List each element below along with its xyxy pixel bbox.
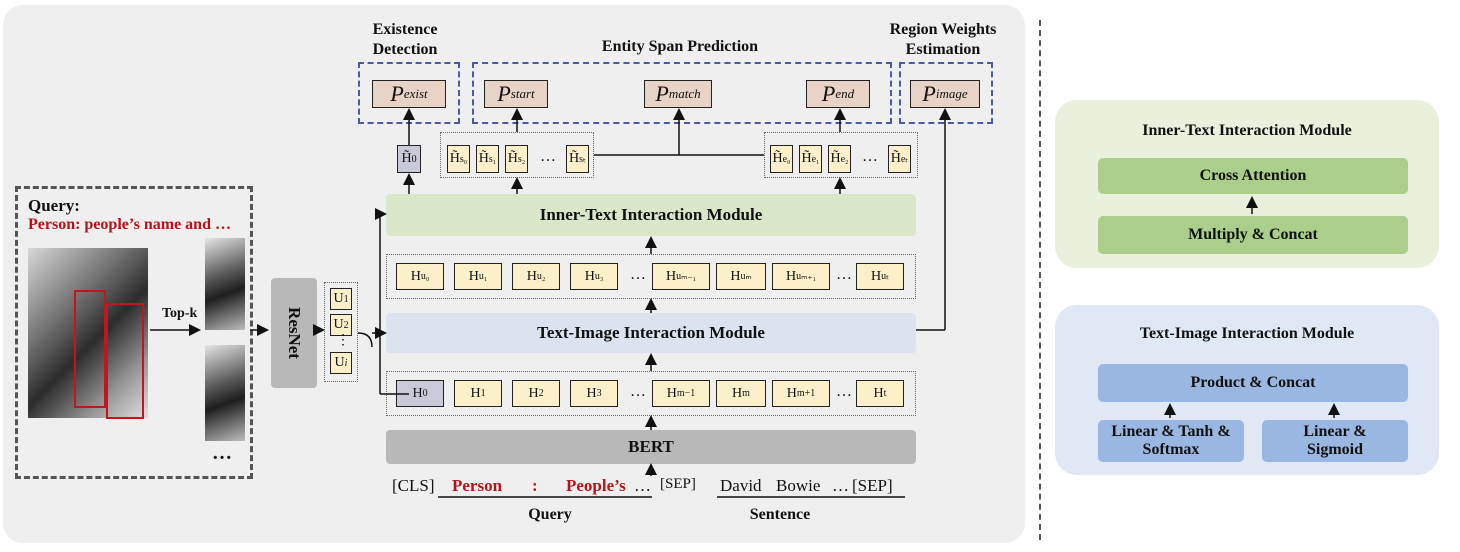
ellipsis: … (630, 266, 646, 283)
p-match-base: P (655, 81, 669, 106)
bert-module: BERT (386, 430, 916, 464)
p-image-base: P (922, 81, 936, 106)
topk-label: Top-k (162, 306, 198, 321)
text-image-module: Text-Image Interaction Module (386, 313, 916, 353)
end-cell: H̃e₁ (799, 145, 822, 173)
ellipsis: … (836, 266, 852, 283)
start-cell: H̃s₀ (447, 145, 470, 173)
start-cell: H̃sₜ (566, 145, 589, 173)
p-match-sub: match (668, 86, 701, 101)
resnet-block: ResNet (271, 278, 317, 388)
token-david: David (720, 476, 762, 495)
token-ellipsis: … (634, 476, 651, 495)
query-subtitle: Person: people’s name and … (28, 216, 231, 233)
p-start-base: P (497, 81, 511, 106)
cross-attention-block: Cross Attention (1098, 158, 1408, 194)
token-bowie: Bowie (776, 476, 821, 495)
end-cell: H̃e₂ (828, 145, 851, 173)
token-colon: : (532, 476, 538, 495)
sentence-label: Sentence (749, 506, 811, 523)
entity-span-box (472, 62, 892, 124)
p-exist-sub: exist (403, 86, 428, 101)
p-image-sub: image (935, 86, 968, 101)
token-sep: [SEP] (852, 476, 893, 495)
token-peoples: People’s (566, 476, 626, 495)
ellipsis: … (630, 383, 646, 400)
h0-tilde-cell: H̃0 (397, 145, 421, 173)
crop-image (205, 238, 245, 330)
p-end-sub: end (835, 86, 855, 101)
more-ellipsis: … (212, 442, 232, 464)
end-cell: H̃e₀ (770, 145, 793, 173)
h0-tilde-sub: 0 (411, 153, 417, 165)
p-exist-base: P (390, 81, 404, 106)
entity-span-title: Entity Span Prediction (601, 38, 759, 55)
token-cls: [CLS] (392, 476, 435, 495)
query-label: Query (528, 506, 572, 523)
start-cell: H̃s₂ (505, 145, 528, 173)
region-weights-box (899, 62, 993, 124)
region-weights-title: Region Weights Estimation (889, 21, 997, 58)
token-sep: [SEP] (660, 476, 696, 492)
region-box (74, 290, 106, 408)
query-box (15, 186, 253, 479)
inner-text-detail-title: Inner-Text Interaction Module (1142, 122, 1352, 139)
ellipsis: … (540, 148, 556, 165)
inner-text-module: Inner-Text Interaction Module (386, 194, 916, 236)
crop-image (205, 345, 245, 441)
end-cell: H̃eₜ (888, 145, 911, 173)
p-start-sub: start (510, 86, 535, 101)
region-box (106, 303, 144, 419)
ellipsis: … (862, 148, 878, 165)
ellipsis: … (836, 383, 852, 400)
token-ellipsis: … (832, 476, 849, 495)
linear-tanh-softmax-block: Linear & Tanh & Softmax (1098, 420, 1244, 462)
start-cell: H̃s₁ (476, 145, 499, 173)
token-person: Person (452, 476, 503, 495)
h0-tilde-base: H̃ (401, 151, 412, 166)
product-concat-block: Product & Concat (1098, 364, 1408, 402)
existence-detection-title: Existence Detection (372, 21, 438, 58)
p-end-base: P (821, 81, 836, 106)
linear-sigmoid-block: Linear & Sigmoid (1262, 420, 1408, 462)
u-ellipsis: ⋮ (336, 333, 350, 348)
station-photo (28, 248, 148, 418)
panel-divider (1039, 20, 1041, 540)
text-image-detail-title: Text-Image Interaction Module (1139, 325, 1355, 342)
query-title: Query: (28, 196, 80, 215)
multiply-concat-block: Multiply & Concat (1098, 216, 1408, 254)
